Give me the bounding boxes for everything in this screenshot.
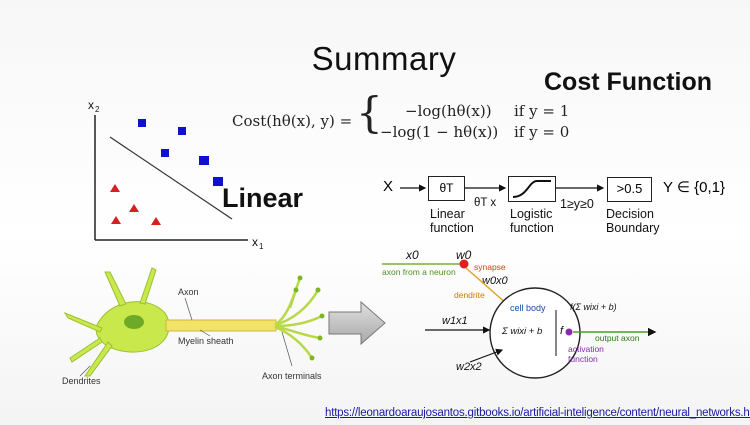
formula-condition-1: if y = 1	[514, 102, 570, 120]
x-axis-subscript: 1	[259, 242, 264, 251]
nucleus-shape	[124, 315, 144, 329]
transform-arrow-icon	[328, 300, 386, 346]
sum-expression: Σ wixi + b	[501, 326, 542, 337]
source-link[interactable]: https://leonardoaraujosantos.gitbooks.io…	[325, 407, 750, 419]
cell-body-label: cell body	[510, 303, 546, 313]
decision-boundary-line	[109, 136, 233, 220]
dendrite-branch	[84, 341, 113, 377]
logistic-caption-2: function	[510, 221, 554, 235]
scatter-illustration: x 2 x 1	[88, 98, 264, 251]
terminals-label: Axon terminals	[262, 371, 322, 381]
pipeline-output: Y ∈ {0,1}	[663, 179, 726, 196]
formula-condition-2: if y = 0	[514, 123, 570, 141]
slide-title: Summary	[311, 40, 457, 77]
sigmoid-curve-icon	[512, 180, 551, 198]
class-b-points	[110, 184, 161, 225]
f-expression: f(Σ wixi + b)	[570, 302, 617, 312]
dendrite-branch	[69, 337, 103, 363]
square-point	[178, 127, 186, 135]
axon-terminals-shape	[274, 277, 323, 359]
synapse-label: synapse	[474, 262, 506, 272]
triangle-point	[151, 217, 161, 225]
f-label: f	[560, 325, 564, 337]
linear-caption-2: function	[430, 221, 474, 235]
triangle-point	[111, 216, 121, 224]
threshold-label: 1≥y≥0	[560, 197, 594, 211]
activation-dot	[565, 328, 573, 336]
dendrite-label: dendrite	[454, 290, 485, 300]
dendrites-label: Dendrites	[62, 376, 101, 386]
logistic-caption-1: Logistic	[510, 207, 553, 221]
w2x2-label: w2x2	[456, 361, 482, 373]
linear-function-box: θT	[428, 176, 465, 201]
class-a-points	[138, 119, 223, 186]
decision-caption-1: Decision	[606, 207, 654, 221]
y-axis-label: x	[88, 98, 94, 112]
logistic-function-box	[508, 176, 556, 202]
activation-label-2: function	[568, 354, 598, 364]
biological-neuron-illustration: Axon Myelin sheath Dendrites Axon termin…	[62, 267, 325, 386]
formula-brace: {	[356, 88, 383, 137]
triangle-point	[129, 204, 139, 212]
square-point	[138, 119, 146, 127]
axon-label: Axon	[178, 287, 199, 297]
pipeline-arrows	[400, 184, 605, 192]
w0-label: w0	[456, 248, 472, 262]
decision-caption-2: Boundary	[606, 221, 660, 235]
synapse-dot	[459, 259, 469, 269]
y-axis-subscript: 2	[95, 105, 100, 114]
output-axon-label: output axon	[595, 333, 640, 343]
artificial-neuron-diagram: x0 w0 axon from a neuron synapse w0x0 de…	[382, 248, 657, 379]
axon-from-label: axon from a neuron	[382, 267, 456, 277]
dendrite-branch	[63, 311, 103, 333]
activation-label-1: activation	[568, 344, 604, 354]
formula-case-2: −log(1 − hθ(x))	[380, 123, 499, 141]
formula-case-1: −log(hθ(x))	[405, 102, 492, 120]
input-2-arrow	[469, 348, 504, 363]
decision-box: >0.5	[607, 177, 652, 202]
square-point	[199, 156, 209, 165]
triangle-point	[110, 184, 120, 192]
linear-label: Linear	[222, 183, 304, 213]
formula-lhs: Cost(hθ(x), y) =	[232, 112, 353, 130]
dendrite-branch	[104, 271, 127, 307]
myelin-label: Myelin sheath	[178, 336, 234, 346]
x-axis-label: x	[252, 235, 258, 249]
x0-label: x0	[405, 248, 419, 262]
w0x0-label: w0x0	[482, 275, 509, 287]
square-point	[213, 177, 223, 186]
myelin-sheath-shape	[165, 319, 277, 332]
linear-output-label: θT x	[474, 197, 497, 209]
square-point	[161, 149, 169, 157]
pipeline-input: X	[383, 178, 394, 195]
w1x1-label: w1x1	[442, 315, 468, 327]
cost-function-heading: Cost Function	[544, 68, 713, 96]
linear-caption-1: Linear	[430, 207, 465, 221]
dendrite-branch	[139, 267, 157, 305]
